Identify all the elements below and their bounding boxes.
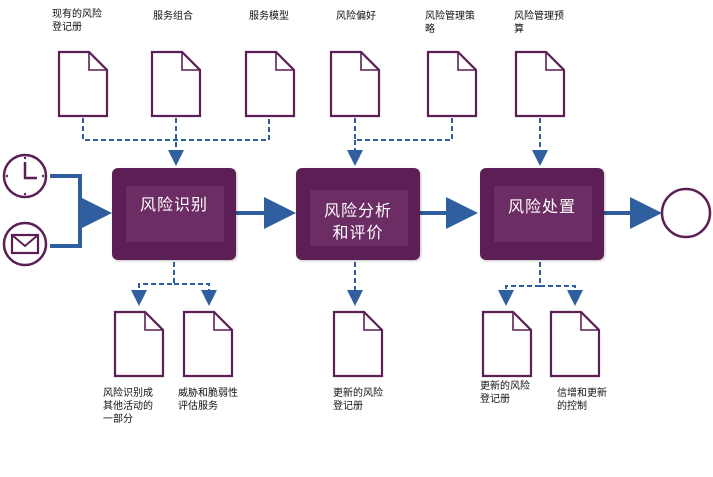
input-connectors [82,118,548,166]
output-label-part-of-other: 风险识别成其他活动的一部分 [103,388,153,425]
input-document-risk-appetite [329,50,381,118]
clock-icon [2,153,48,199]
input-label-risk-budget: 风险管理预算 [514,11,564,35]
output-label-updated-controls: 信增和更新的控制 [557,388,607,412]
output-connectors [131,262,583,306]
output-document-updated-register-1 [332,310,384,378]
input-document-service-portfolio [150,50,202,118]
input-label-existing-register: 现有的风险登记册 [52,9,102,33]
output-document-updated-register-2 [481,310,533,378]
input-label-service-model: 服务模型 [249,11,289,22]
input-document-existing-register [57,50,109,118]
end-circle-icon [660,187,712,239]
input-document-risk-policy [426,50,478,118]
output-label-updated-register-2: 更新的风险登记册 [480,381,530,405]
output-document-part-of-other [113,310,165,378]
input-document-risk-budget [514,50,566,118]
envelope-icon [2,221,48,267]
process-identify-label: 风险识别 [139,195,208,214]
process-treat-label: 风险处置 [507,197,576,216]
output-document-threat-service [182,310,234,378]
input-label-service-portfolio: 服务组合 [153,11,193,22]
output-label-updated-register-1: 更新的风险登记册 [333,388,383,412]
output-document-updated-controls [549,310,601,378]
process-identify: 风险识别 [112,168,236,260]
input-label-risk-policy: 风险管理策略 [425,11,475,35]
process-analyze-label: 风险分析和评价 [323,201,392,242]
input-label-risk-appetite: 风险偏好 [336,11,376,22]
process-treat: 风险处置 [480,168,604,260]
output-label-threat-service: 威胁和脆弱性评估服务 [178,388,238,412]
input-document-service-model [244,50,296,118]
process-analyze: 风险分析和评价 [296,168,420,260]
main-flow-arrows [50,174,662,248]
